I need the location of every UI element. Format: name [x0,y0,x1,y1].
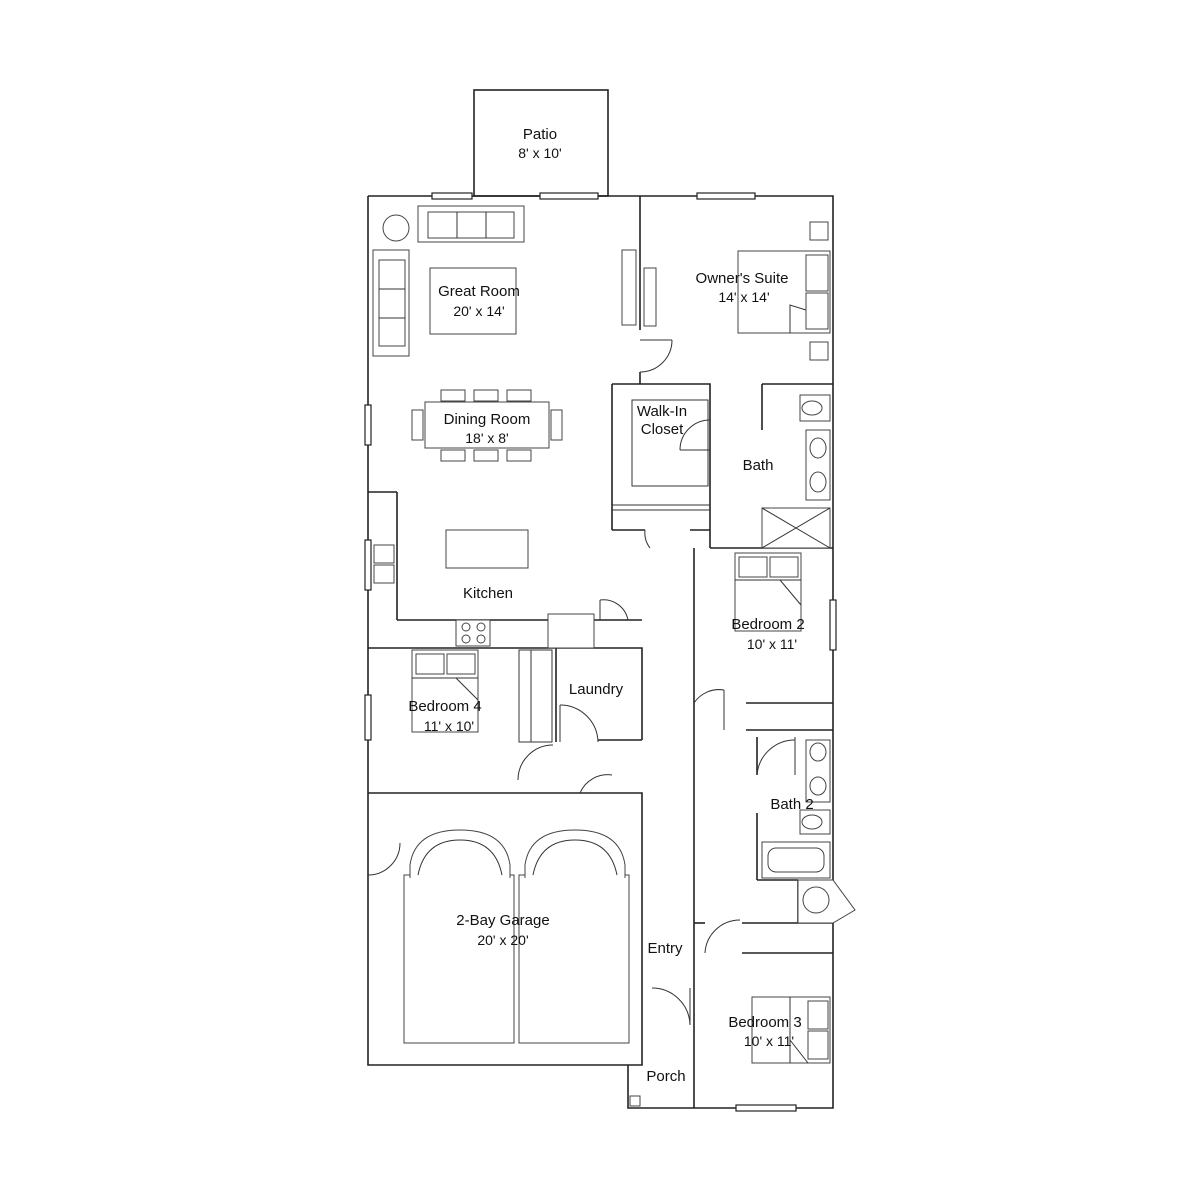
owners-suite-size: 14' x 14' [718,289,769,305]
bedroom-4-label: Bedroom 4 [408,698,481,715]
laundry-label: Laundry [569,681,624,698]
entry-label: Entry [647,940,683,957]
bath-2-label: Bath 2 [770,796,813,813]
kitchen-label: Kitchen [463,585,513,602]
porch-label: Porch [646,1068,685,1085]
owners-suite-label: Owner's Suite [696,270,789,287]
doors [367,339,796,1026]
walk-in-closet-label-line2: Closet [641,421,684,438]
bedroom-3-size: 10' x 11' [744,1033,794,1049]
furniture [372,205,856,1107]
room-labels: Patio 8' x 10' Great Room 20' x 14' Owne… [408,126,813,1085]
dining-room-size: 18' x 8' [465,430,508,446]
great-room-size: 20' x 14' [453,303,504,319]
car-right [518,829,630,1044]
bath-label: Bath [743,457,774,474]
great-room-label: Great Room [438,283,520,300]
bedroom-3-label: Bedroom 3 [728,1014,801,1031]
bedroom-4-size: 11' x 10' [424,718,474,734]
garage-label: 2-Bay Garage [456,912,549,929]
garage-size: 20' x 20' [477,932,528,948]
patio-label: Patio [523,126,557,143]
car-left [403,829,515,1044]
dining-room-label: Dining Room [444,411,531,428]
walk-in-closet-label-line1: Walk-In [637,403,687,420]
windows [364,192,837,1112]
patio-size: 8' x 10' [518,145,561,161]
bedroom-2-label: Bedroom 2 [731,616,804,633]
bedroom-2-size: 10' x 11' [747,636,797,652]
